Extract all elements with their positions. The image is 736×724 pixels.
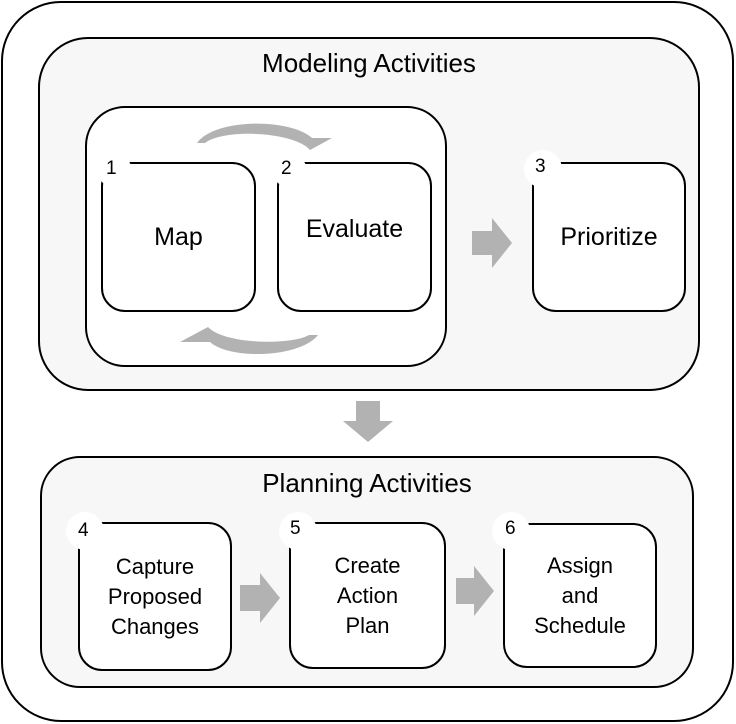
- step-4-number: 4: [66, 512, 104, 550]
- step-map-box: Map: [101, 162, 256, 312]
- step-2-number: 2: [273, 154, 307, 188]
- step-assign-box: Assign and Schedule: [503, 523, 657, 668]
- step-1-number: 1: [98, 154, 132, 188]
- step-6-number: 6: [492, 512, 530, 550]
- arrow-down-icon: [343, 401, 393, 442]
- planning-activities-title: Planning Activities: [262, 468, 472, 498]
- arrow-right-icon: [240, 573, 280, 623]
- step-3-number: 3: [524, 150, 562, 188]
- step-evaluate-box: Evaluate: [277, 162, 432, 312]
- step-assign-label: Assign and Schedule: [534, 552, 626, 638]
- step-create-box: Create Action Plan: [289, 522, 446, 669]
- step-5-number: 5: [279, 512, 317, 550]
- step-capture-box: Capture Proposed Changes: [78, 522, 232, 671]
- arrow-right-icon: [472, 218, 512, 268]
- modeling-activities-title: Modeling Activities: [262, 48, 476, 78]
- step-map-label: Map: [154, 223, 203, 251]
- arrow-right-icon: [456, 566, 494, 616]
- step-evaluate-label: Evaluate: [305, 215, 404, 243]
- step-create-label: Create Action Plan: [334, 552, 401, 638]
- step-capture-label: Capture Proposed Changes: [107, 553, 203, 639]
- step-prioritize-box: Prioritize: [532, 162, 686, 312]
- step-prioritize-label: Prioritize: [560, 223, 658, 251]
